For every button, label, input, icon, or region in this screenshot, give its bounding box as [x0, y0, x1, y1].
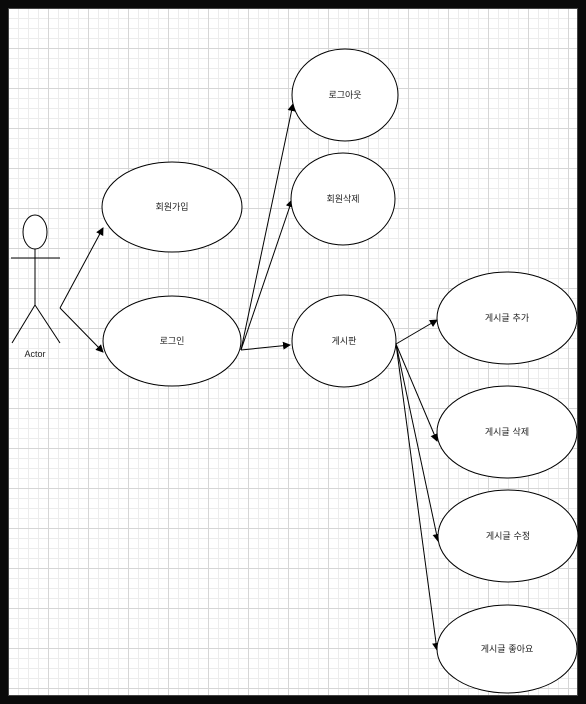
- usecase-board-label: 게시판: [332, 336, 357, 347]
- actor-label: Actor: [24, 349, 45, 359]
- usecase-signup-label: 회원가입: [155, 201, 188, 213]
- usecase-post-edit[interactable]: 게시글 수정: [437, 489, 579, 583]
- usecase-withdraw[interactable]: 회원삭제: [290, 152, 396, 246]
- edge-board-post-delete: [395, 343, 438, 442]
- usecase-board[interactable]: 게시판: [291, 294, 397, 388]
- usecase-login-shape: [102, 295, 242, 387]
- usecase-post-edit-label: 게시글 수정: [486, 531, 530, 542]
- usecase-withdraw-shape: [290, 152, 396, 246]
- actor[interactable]: Actor: [11, 214, 61, 359]
- actor-head: [22, 214, 48, 250]
- usecase-post-delete[interactable]: 게시글 삭제: [436, 385, 578, 479]
- edge-actor-signup: [59, 227, 104, 309]
- usecase-logout-shape: [291, 48, 399, 142]
- usecase-login-label: 로그인: [160, 336, 185, 347]
- edge-login-board: [240, 341, 291, 351]
- actor-left-leg: [11, 304, 36, 344]
- usecase-board-shape: [291, 294, 397, 388]
- usecase-post-add[interactable]: 게시글 추가: [436, 271, 578, 365]
- usecase-logout-label: 로그아웃: [328, 90, 361, 101]
- actor-right-leg: [34, 304, 61, 344]
- usecase-withdraw-label: 회원삭제: [326, 194, 359, 205]
- usecase-logout[interactable]: 로그아웃: [291, 48, 399, 142]
- usecase-post-like[interactable]: 게시글 좋아요: [436, 604, 578, 694]
- usecase-post-add-label: 게시글 추가: [485, 313, 529, 324]
- usecase-post-delete-label: 게시글 삭제: [485, 427, 529, 438]
- usecase-signup[interactable]: 회원가입: [101, 161, 243, 253]
- usecase-post-like-shape: [436, 604, 578, 694]
- edge-board-post-add: [395, 319, 438, 345]
- usecase-login[interactable]: 로그인: [102, 295, 242, 387]
- usecase-signup-shape: [101, 161, 243, 253]
- edge-actor-login: [59, 307, 104, 353]
- connectors: [59, 103, 441, 651]
- usecase-post-add-shape: [436, 271, 578, 365]
- usecase-post-like-label: 게시글 좋아요: [481, 644, 534, 655]
- usecase-post-delete-shape: [436, 385, 578, 479]
- edge-board-post-like: [395, 343, 441, 651]
- edge-login-withdraw: [240, 199, 294, 351]
- usecase-post-edit-shape: [437, 489, 579, 583]
- edge-login-logout: [240, 103, 296, 351]
- edge-board-post-edit: [395, 343, 441, 542]
